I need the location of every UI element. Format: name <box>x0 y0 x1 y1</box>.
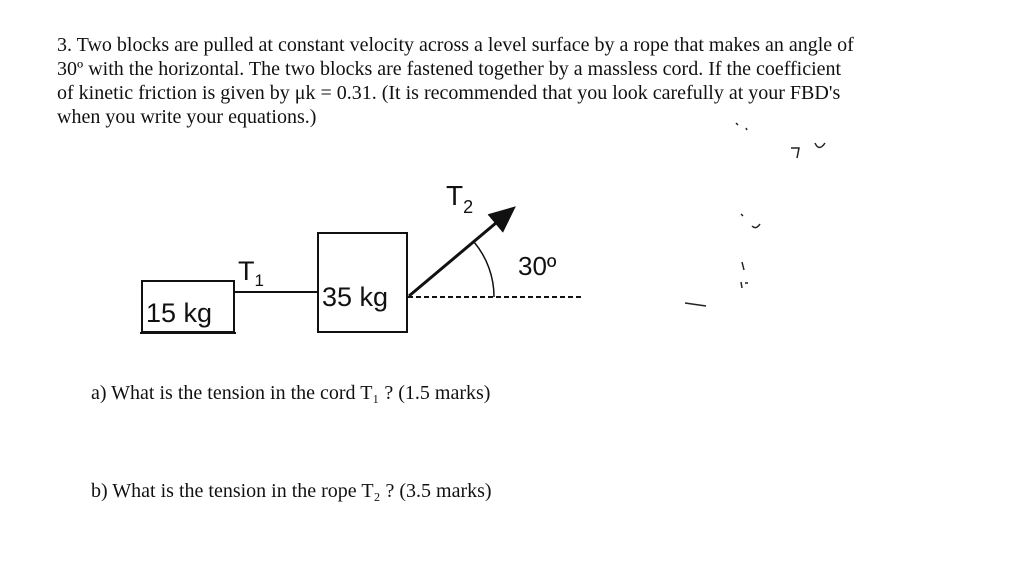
problem-line-2: 30º with the horizontal. The two blocks … <box>57 58 842 80</box>
angle-label: 30º <box>518 251 557 281</box>
problem-line-1: 3. Two blocks are pulled at constant vel… <box>57 34 854 56</box>
angle-arc <box>473 241 495 298</box>
block-15kg-label: 15 kg <box>146 298 212 328</box>
question-a: a) What is the tension in the cord T₁ ? … <box>91 382 491 404</box>
rope-t2-arrow <box>408 206 516 298</box>
block-35kg <box>317 232 408 333</box>
problem-line-3: of kinetic friction is given by μk = 0.3… <box>57 82 841 104</box>
block-15kg <box>141 280 235 333</box>
block-35kg-label: 35 kg <box>322 282 388 312</box>
problem-statement: 3. Two blocks are pulled at constant vel… <box>57 33 997 129</box>
tension2-label: T2 <box>446 180 473 217</box>
stray-pencil-marks <box>684 122 826 307</box>
tension1-label: T1 <box>238 256 264 290</box>
problem-line-4: when you write your equations.) <box>57 106 317 128</box>
question-b: b) What is the tension in the rope T₂ ? … <box>91 480 492 502</box>
